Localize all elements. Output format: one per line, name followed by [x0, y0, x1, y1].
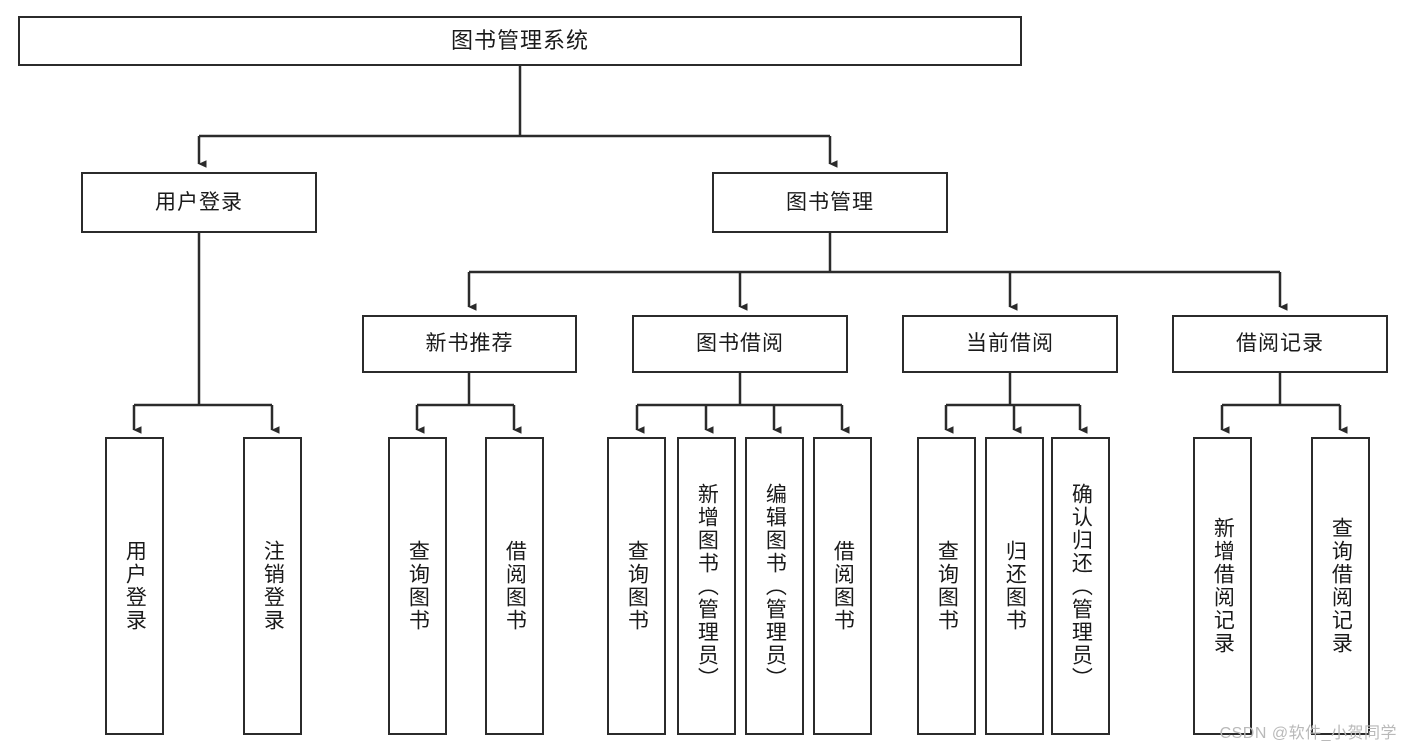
leaf-record-query-label: 查询借阅记录 [1329, 517, 1353, 655]
node-user-login[interactable]: 用户登录 [81, 172, 317, 233]
leaf-borrow-query-book[interactable]: 查询图书 [607, 437, 666, 735]
node-user-login-label: 用户登录 [155, 190, 243, 214]
node-root[interactable]: 图书管理系统 [18, 16, 1022, 66]
node-current-borrow[interactable]: 当前借阅 [902, 315, 1118, 373]
node-book-management[interactable]: 图书管理 [712, 172, 948, 233]
leaf-newbook-borrow-book[interactable]: 借阅图书 [485, 437, 544, 735]
leaf-newbook-borrow-book-label: 借阅图书 [503, 540, 527, 632]
leaf-user-logout-label: 注销登录 [261, 540, 285, 632]
leaf-borrow-query-book-label: 查询图书 [625, 540, 649, 632]
leaf-current-query-book[interactable]: 查询图书 [917, 437, 976, 735]
node-root-label: 图书管理系统 [450, 27, 589, 53]
leaf-current-return-book[interactable]: 归还图书 [985, 437, 1044, 735]
leaf-current-confirm-return-label: 确认归还（管理员） [1069, 482, 1093, 690]
leaf-borrow-add-book-label: 新增图书（管理员） [695, 482, 719, 690]
leaf-record-add-label: 新增借阅记录 [1211, 517, 1235, 655]
node-borrow-record[interactable]: 借阅记录 [1172, 315, 1388, 373]
node-new-book-recommend[interactable]: 新书推荐 [362, 315, 577, 373]
leaf-borrow-add-book[interactable]: 新增图书（管理员） [677, 437, 736, 735]
leaf-newbook-query-book-label: 查询图书 [406, 540, 430, 632]
leaf-user-login-label: 用户登录 [123, 540, 147, 632]
leaf-newbook-query-book[interactable]: 查询图书 [388, 437, 447, 735]
leaf-borrow-borrow-book-label: 借阅图书 [831, 540, 855, 632]
leaf-current-confirm-return[interactable]: 确认归还（管理员） [1051, 437, 1110, 735]
leaf-record-query[interactable]: 查询借阅记录 [1311, 437, 1370, 735]
leaf-borrow-edit-book-label: 编辑图书（管理员） [763, 482, 787, 690]
node-book-borrow-label: 图书借阅 [696, 332, 784, 356]
leaf-borrow-edit-book[interactable]: 编辑图书（管理员） [745, 437, 804, 735]
node-book-management-label: 图书管理 [786, 190, 874, 214]
leaf-borrow-borrow-book[interactable]: 借阅图书 [813, 437, 872, 735]
leaf-user-logout[interactable]: 注销登录 [243, 437, 302, 735]
node-borrow-record-label: 借阅记录 [1236, 332, 1324, 356]
leaf-current-query-book-label: 查询图书 [935, 540, 959, 632]
node-current-borrow-label: 当前借阅 [966, 332, 1054, 356]
watermark: CSDN @软件_小贺同学 [1219, 725, 1397, 742]
leaf-user-login[interactable]: 用户登录 [105, 437, 164, 735]
node-new-book-recommend-label: 新书推荐 [425, 332, 514, 356]
node-book-borrow[interactable]: 图书借阅 [632, 315, 848, 373]
leaf-current-return-book-label: 归还图书 [1003, 540, 1027, 632]
leaf-record-add[interactable]: 新增借阅记录 [1193, 437, 1252, 735]
